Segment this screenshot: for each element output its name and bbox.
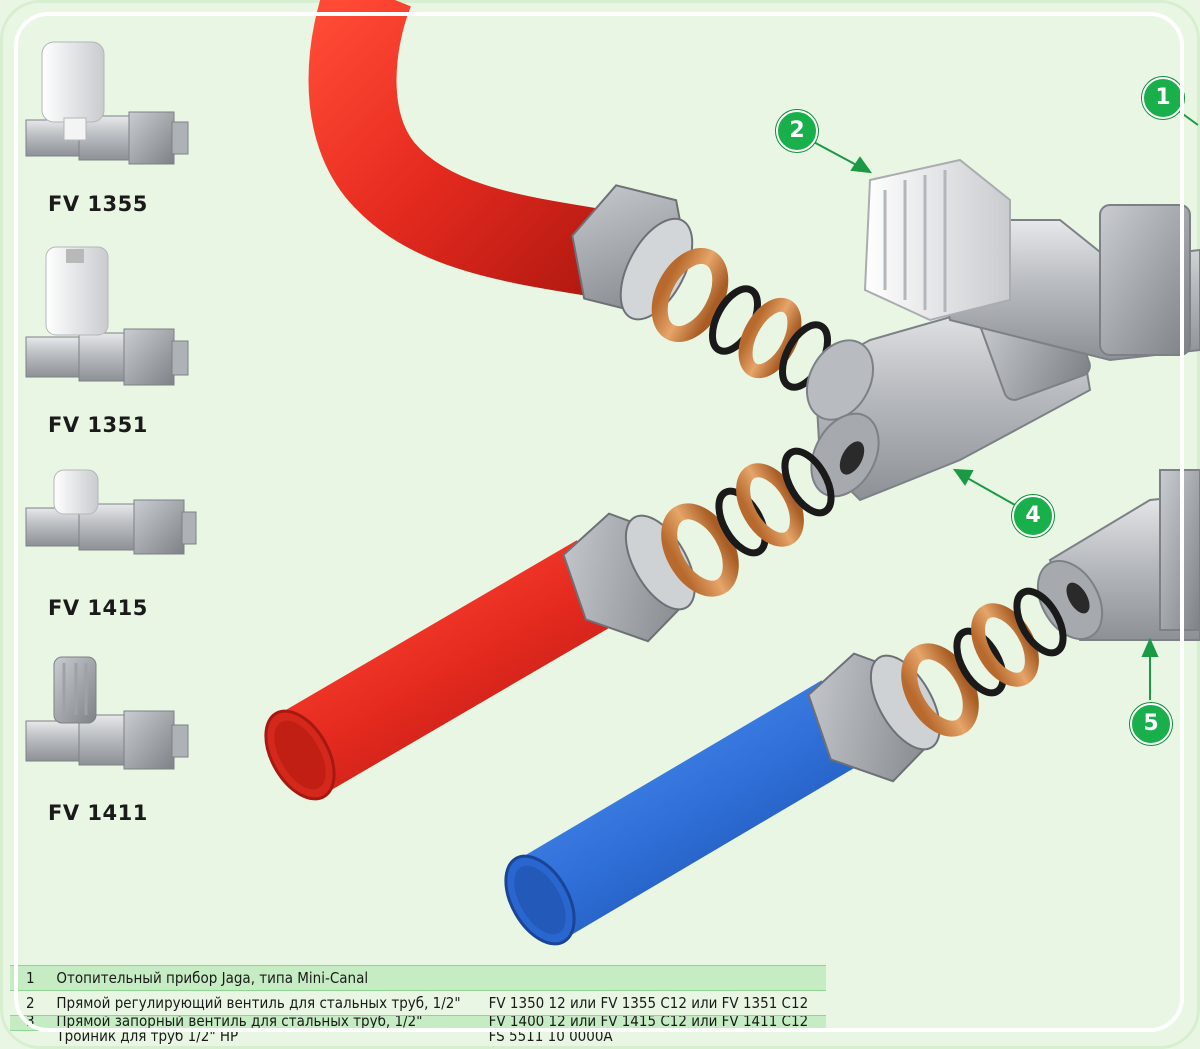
- row-codes: [484, 965, 826, 991]
- table-row: 1 Отопительный прибор Jaga, типа Mini-Ca…: [10, 965, 826, 991]
- assembly-illustration: [264, 0, 1200, 946]
- valve-label-fv1355: FV 1355: [48, 192, 148, 216]
- regulating-valve-body: [863, 158, 1200, 362]
- row-codes: FS 5511 10 0000A: [488, 1030, 613, 1045]
- row-description: Отопительный прибор Jaga, типа Mini-Cana…: [52, 965, 485, 991]
- blue-compression-rings: [901, 587, 1067, 737]
- table-row: Тройник для труб 1/2" НР FS 5511 10 0000…: [10, 1031, 826, 1046]
- row-number: [10, 1031, 52, 1046]
- valve-thumbnail-fv1351: [24, 245, 204, 395]
- valve-thumbnail-fv1355: [24, 38, 204, 178]
- callout-5: 5: [1130, 703, 1172, 745]
- valve-thumbnail-fv1415: [24, 468, 204, 578]
- callout-2: 2: [776, 110, 818, 152]
- parts-table: 1 Отопительный прибор Jaga, типа Mini-Ca…: [10, 965, 826, 1045]
- inner-frame: [14, 12, 1184, 1032]
- valve-fv1415-image: [25, 469, 197, 555]
- valve-label-fv1411: FV 1411: [48, 801, 148, 825]
- valve-label-fv1415: FV 1415: [48, 596, 148, 620]
- table-row: 2 Прямой регулирующий вентиль для стальн…: [10, 991, 826, 1016]
- row-codes: FV 1350 12 или FV 1355 C12 или FV 1351 C…: [488, 994, 809, 1012]
- callout-4: 4: [1012, 495, 1054, 537]
- row-description: Прямой регулирующий вентиль для стальных…: [56, 994, 461, 1012]
- lower-red-compression-nut: [562, 512, 696, 643]
- lower-red-compression-rings: [661, 447, 835, 597]
- row-codes: FV 1400 12 или FV 1415 C12 или FV 1411 C…: [484, 1015, 826, 1031]
- valve-fv1351-image: [25, 246, 189, 386]
- valve-label-fv1351: FV 1351: [48, 413, 148, 437]
- valve-thumbnail-fv1411: [24, 655, 204, 785]
- callout-1: 1: [1142, 77, 1184, 119]
- callout-leaders: [809, 111, 1199, 700]
- valve-fv1411-image: [25, 656, 189, 770]
- row-description: Прямой запорный вентиль для стальных тру…: [52, 1015, 485, 1031]
- red-supply-pipe-lower: [264, 540, 624, 801]
- red-supply-pipe-upper: [308, 0, 618, 299]
- row-description: Тройник для труб 1/2" НР: [56, 1030, 239, 1045]
- blue-return-pipe: [504, 680, 869, 946]
- table-row: 3 Прямой запорный вентиль для стальных т…: [10, 1015, 826, 1031]
- valve-fv1355-image: [25, 41, 189, 165]
